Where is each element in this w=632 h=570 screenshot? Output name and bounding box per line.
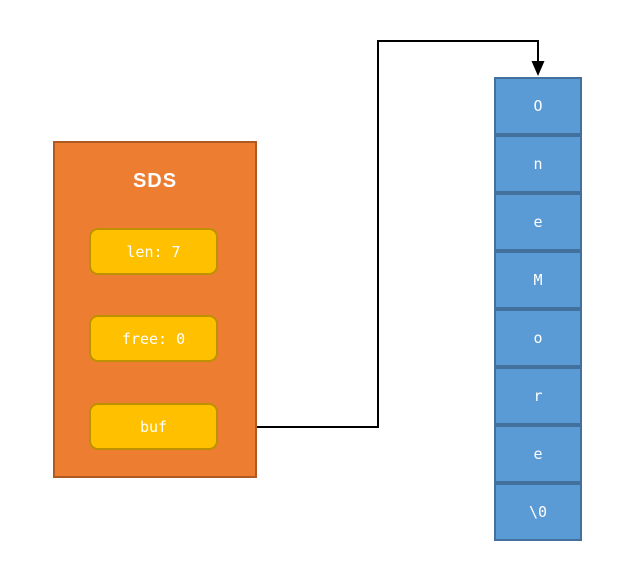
- sds-field-len: len: 7: [89, 228, 218, 275]
- char-cell: \0: [494, 483, 582, 541]
- arrowhead-icon: [531, 61, 545, 76]
- char-cell: e: [494, 425, 582, 483]
- char-cell: o: [494, 309, 582, 367]
- char-cell: r: [494, 367, 582, 425]
- char-cell: M: [494, 251, 582, 309]
- sds-struct-box: SDS len: 7 free: 0 buf: [53, 141, 257, 478]
- char-cell: n: [494, 135, 582, 193]
- sds-field-buf: buf: [89, 403, 218, 450]
- sds-field-free: free: 0: [89, 315, 218, 362]
- sds-title: SDS: [132, 170, 178, 192]
- char-cell: O: [494, 77, 582, 135]
- char-cell: e: [494, 193, 582, 251]
- buf-pointer-line: [218, 40, 539, 428]
- char-array: O n e M o r e \0: [494, 77, 582, 541]
